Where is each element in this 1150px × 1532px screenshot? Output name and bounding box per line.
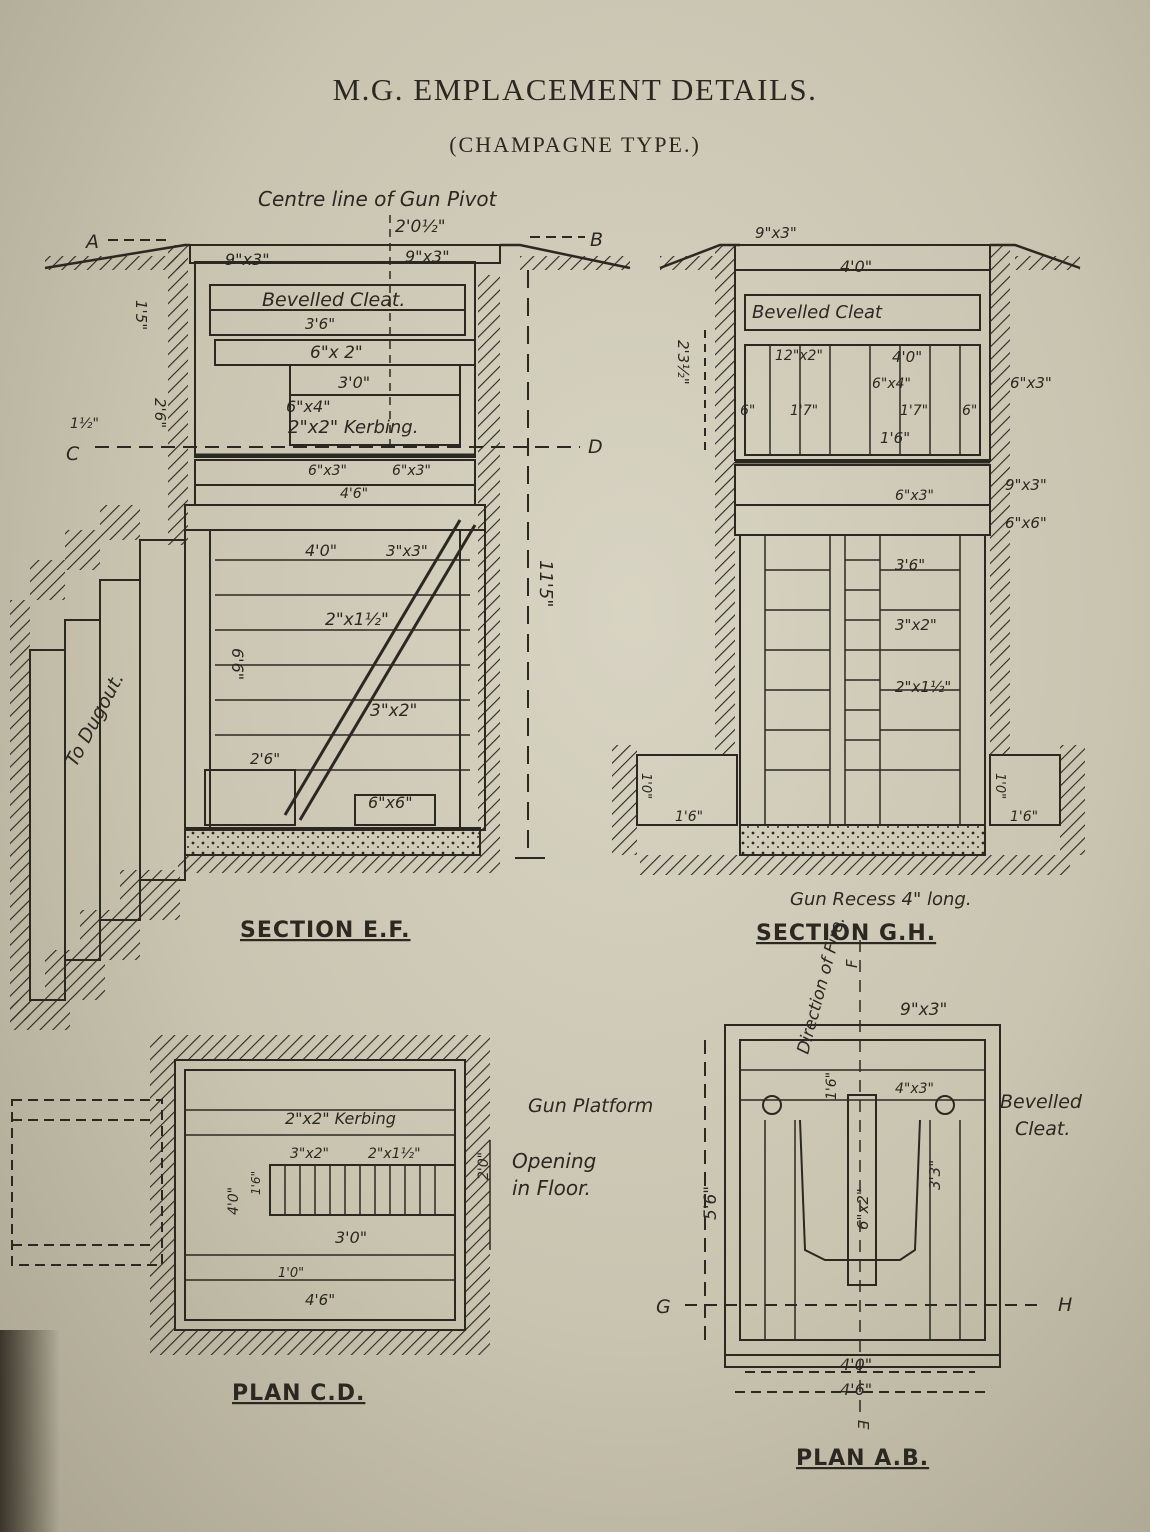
right-6x3-gh: 6"x3" xyxy=(1010,374,1052,392)
plan-cd xyxy=(11,1035,491,1355)
point-d: D xyxy=(588,436,603,458)
timber-12x2-gh: 12"x2" xyxy=(775,348,823,364)
point-a: A xyxy=(84,231,99,253)
dim-6-b-gh: 6" xyxy=(962,403,977,419)
dim-1-6-right-gh: 1'6" xyxy=(1010,809,1038,825)
point-c: C xyxy=(66,443,80,465)
timber-2x1half-cd: 2"x1½" xyxy=(368,1146,421,1162)
timber-6x4-gh: 6"x4" xyxy=(872,376,911,392)
dim-3-6-ef: 3'6" xyxy=(305,315,335,333)
dim-5-6-ab: 5'6" xyxy=(701,1186,721,1220)
timber-6x3-b: 6"x3" xyxy=(392,463,431,479)
dim-4-6-ef: 4'6" xyxy=(340,486,368,502)
dim-1-6-ab: 1'6" xyxy=(824,1072,840,1100)
point-e: E xyxy=(854,1420,872,1430)
section-ef xyxy=(10,215,631,1030)
timber-6x6-ef: 6"x6" xyxy=(368,793,413,812)
page-title: M.G. EMPLACEMENT DETAILS. xyxy=(332,72,818,107)
section-gh xyxy=(612,243,1085,875)
timber-3x3-ef: 3"x3" xyxy=(386,542,428,560)
point-b: B xyxy=(590,229,603,251)
dim-4-6-cd: 4'6" xyxy=(305,1291,335,1309)
top-9x3-gh: 9"x3" xyxy=(755,224,797,242)
timber-6x2-ef: 6"x 2" xyxy=(310,343,363,363)
caption-plan-ab: PLAN A.B. xyxy=(796,1446,929,1471)
page-subtitle: (CHAMPAGNE TYPE.) xyxy=(449,132,701,157)
dim-1-6-gh: 1'6" xyxy=(880,429,910,447)
dim-4-0-b-gh: 4'0" xyxy=(892,348,922,366)
dim-3-0-cd: 3'0" xyxy=(335,1228,367,1247)
bevelled-cleat-ef: Bevelled Cleat. xyxy=(262,289,405,311)
opening-line1: Opening xyxy=(512,1149,596,1173)
bevelled-cleat-ab-line2: Cleat. xyxy=(1015,1118,1070,1140)
dim-2-0-cd: 2'0" xyxy=(476,1152,492,1180)
dim-1-0-left-gh: 1'0" xyxy=(638,773,653,799)
timber-2x1half-ef: 2"x1½" xyxy=(325,610,389,630)
timber-3x2-gh: 3"x2" xyxy=(895,616,937,634)
dim-1-0-right-gh: 1'0" xyxy=(992,773,1007,799)
dim-4-0-gh: 4'0" xyxy=(840,257,872,276)
right-6x6-gh: 6"x6" xyxy=(1005,514,1047,532)
dim-2-6-ef: 2'6" xyxy=(151,398,169,428)
dim-1-5: 1'5" xyxy=(132,300,150,330)
dim-3-6-gh: 3'6" xyxy=(895,556,925,574)
kerbing-cd: 2"x2" Kerbing xyxy=(285,1109,396,1128)
top-timber-left: 9"x3" xyxy=(225,250,270,269)
dim-4-0-cd: 4'0" xyxy=(226,1187,242,1215)
top-timber-right: 9"x3" xyxy=(405,247,450,266)
caption-section-ef: SECTION E.F. xyxy=(240,918,411,943)
dim-6-gh: 6" xyxy=(740,403,755,419)
dim-1-half: 1½" xyxy=(70,416,99,432)
dim-3-3-ab: 3'3" xyxy=(926,1160,944,1190)
dim-4-6-ab: 4'6" xyxy=(840,1380,872,1399)
dim-2-6-step: 2'6" xyxy=(250,750,280,768)
dim-1-7-b-gh: 1'7" xyxy=(900,403,928,419)
dim-2-3half-gh: 2'3½" xyxy=(674,340,692,385)
timber-6x4-ef: 6"x4" xyxy=(286,397,331,416)
pivot-dim: 2'0½" xyxy=(395,217,446,237)
timber-4x3-ab: 4"x3" xyxy=(895,1081,934,1097)
dim-4-0-ab: 4'0" xyxy=(840,1355,872,1374)
bevelled-cleat-ab-line1: Bevelled xyxy=(1000,1091,1083,1113)
gun-platform-label: Gun Platform xyxy=(528,1095,653,1117)
gun-pivot-note: Centre line of Gun Pivot xyxy=(258,187,498,211)
timber-6x3-gh: 6"x3" xyxy=(895,488,934,504)
dim-1-6-left-gh: 1'6" xyxy=(675,809,703,825)
top-9x3-ab: 9"x3" xyxy=(900,1000,947,1020)
page-shadow xyxy=(0,1330,60,1532)
dim-1-0-cd: 1'0" xyxy=(278,1266,304,1281)
gun-recess-note: Gun Recess 4" long. xyxy=(790,889,972,910)
bevelled-cleat-gh: Bevelled Cleat xyxy=(752,302,883,323)
timber-3x2-ef: 3"x2" xyxy=(370,701,417,721)
dim-1-6-cd: 1'6" xyxy=(249,1171,263,1195)
point-f: F xyxy=(843,959,861,968)
timber-6x3-a: 6"x3" xyxy=(308,463,347,479)
opening-line2: in Floor. xyxy=(512,1176,591,1200)
timber-3x2-cd: 3"x2" xyxy=(290,1146,329,1162)
caption-plan-cd: PLAN C.D. xyxy=(232,1381,365,1406)
plan-ab xyxy=(685,940,1045,1420)
right-9x3-gh: 9"x3" xyxy=(1005,476,1047,494)
dim-6-6-ef: 6'6" xyxy=(228,648,247,680)
dim-1-7-gh: 1'7" xyxy=(790,403,818,419)
kerbing-ef: 2"x2" Kerbing. xyxy=(288,417,418,438)
to-dugout: To Dugout. xyxy=(61,669,129,770)
dim-11-5: 11'5" xyxy=(535,560,556,608)
timber-6x2-ab: 6"x2" xyxy=(854,1188,872,1230)
dim-3-0-ef: 3'0" xyxy=(338,373,370,392)
caption-section-gh: SECTION G.H. xyxy=(756,921,936,946)
point-g: G xyxy=(656,1296,671,1318)
dim-4-0-ef: 4'0" xyxy=(305,541,337,560)
point-h: H xyxy=(1058,1294,1072,1316)
timber-2x1half-gh: 2"x1½" xyxy=(895,678,951,696)
